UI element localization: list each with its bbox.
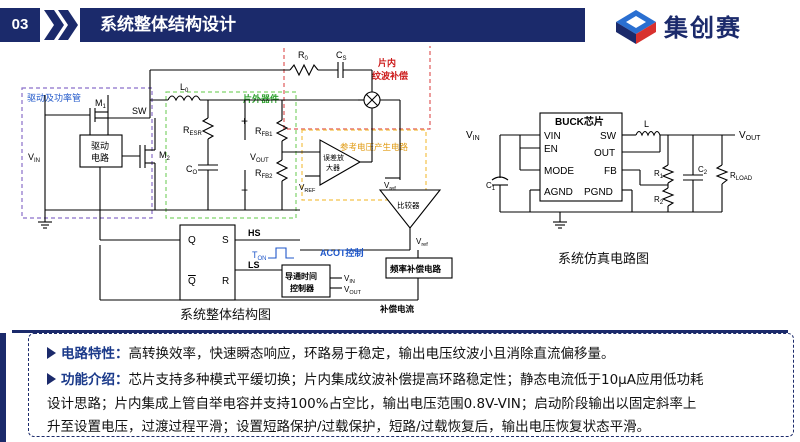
ripple-group-label-1: 片内 xyxy=(378,57,396,68)
right-label-vin: VIN xyxy=(466,130,480,142)
ontime-label-1: 导通时间 xyxy=(285,271,317,281)
label-rfb1: RFB1 xyxy=(255,126,273,138)
pin-sw: SW xyxy=(600,131,617,142)
pin-agnd: AGND xyxy=(544,187,573,198)
vref-group-label: 参考电压产生电路 xyxy=(340,142,409,152)
right-label-r1: R1 xyxy=(654,169,664,180)
pin-vin: VIN xyxy=(544,131,561,142)
label-hs: HS xyxy=(248,228,261,238)
label-m2: M2 xyxy=(159,150,171,162)
label-ot-vin: VIN xyxy=(344,274,355,285)
header: 03 系统整体结构设计 集创赛 xyxy=(0,0,800,46)
external-group-label: 片外器件 xyxy=(243,93,279,104)
pin-mode: MODE xyxy=(544,166,574,177)
comp-current-label: 补偿电流 xyxy=(379,304,415,314)
right-label-c1: C1 xyxy=(486,181,496,192)
function-text-1: 芯片支持多种模式平缓切换；片内集成纹波补偿提高环路稳定性；静态电流低于10μA应… xyxy=(128,372,704,388)
ripple-group-label-2: 纹波补偿 xyxy=(372,70,408,81)
latch-s: S xyxy=(222,235,229,246)
label-l0: L0 xyxy=(180,82,189,94)
left-diagram-caption: 系统整体结构图 xyxy=(180,308,272,323)
label-rfb2: RFB2 xyxy=(255,168,273,180)
section-number: 03 xyxy=(0,8,40,42)
latch-qbar: Q xyxy=(188,276,196,287)
pin-fb: FB xyxy=(604,166,617,177)
pin-out: OUT xyxy=(594,148,615,159)
label-minus: − xyxy=(241,183,248,197)
label-sw: SW xyxy=(132,106,147,116)
pin-en: EN xyxy=(544,144,558,155)
comparator-label: 比较器 xyxy=(397,200,420,210)
label-m1: M1 xyxy=(95,98,107,110)
panel-side-bar xyxy=(0,333,6,442)
right-label-r2: R2 xyxy=(654,195,664,206)
label-r0: R0 xyxy=(298,50,309,62)
err-amp-label-1: 误差放 xyxy=(323,153,344,162)
logo-text: 集创赛 xyxy=(664,14,742,42)
label-plus: + xyxy=(241,114,248,128)
label-vref-b: Vref xyxy=(384,181,396,192)
ripple-group-box xyxy=(283,46,431,130)
freq-comp-label: 频率补偿电路 xyxy=(390,264,442,274)
panel-divider xyxy=(12,330,788,333)
feature-text: 高转换效率，快速瞬态响应，环路易于稳定，输出电压纹波小且消除直流偏移量。 xyxy=(128,346,615,362)
feature-label: 电路特性： xyxy=(61,346,129,362)
right-label-vout: VOUT xyxy=(739,130,761,142)
page-title: 系统整体结构设计 xyxy=(100,15,236,35)
right-label-l: L xyxy=(644,119,649,129)
right-diagram-caption: 系统仿真电路图 xyxy=(558,252,650,267)
driver-group-box xyxy=(21,87,153,219)
label-cs: CS xyxy=(336,50,347,62)
drive-block-label-2: 电路 xyxy=(91,152,109,163)
latch-q: Q xyxy=(188,235,196,246)
label-vin: VIN xyxy=(28,152,40,164)
drive-block-label-1: 驱动 xyxy=(91,141,109,151)
right-label-rload: RLOAD xyxy=(730,171,753,182)
function-line-1: 功能介绍：芯片支持多种模式平缓切换；片内集成纹波补偿提高环路稳定性；静态电流低于… xyxy=(47,368,704,388)
title-bar xyxy=(80,8,585,42)
latch-r: R xyxy=(222,276,229,287)
label-ls: LS xyxy=(248,260,260,270)
driver-group-label: 驱动及功率管 xyxy=(27,92,81,103)
label-vout: VOUT xyxy=(250,152,269,164)
function-label: 功能介绍： xyxy=(61,372,129,388)
label-co: CO xyxy=(186,164,198,176)
label-ton: TON xyxy=(252,250,267,262)
label-vref-c: Vref xyxy=(416,237,428,248)
schematic-canvas: 驱动及功率管 片外器件 片内 纹波补偿 参考电压产生电路 xyxy=(21,46,761,314)
feature-line: 电路特性：高转换效率，快速瞬态响应，环路易于稳定，输出电压纹波小且消除直流偏移量… xyxy=(47,342,615,362)
description-panel: 电路特性：高转换效率，快速瞬态响应，环路易于稳定，输出电压纹波小且消除直流偏移量… xyxy=(28,333,794,437)
bullet-triangle-icon xyxy=(47,347,56,359)
vref-group-box xyxy=(301,129,427,201)
label-vref-a: VREF xyxy=(299,183,316,194)
external-group-box xyxy=(165,91,297,219)
ontime-label-2: 控制器 xyxy=(290,283,315,293)
right-label-c2: C2 xyxy=(698,165,708,176)
function-line-3: 升至设置电压，过渡过程平滑；设置短路保护/过载保护，短路/过载恢复后，输出电压恢… xyxy=(47,419,651,435)
bullet-triangle-icon xyxy=(47,373,56,385)
logo-cube-icon xyxy=(616,10,656,44)
chevron-icon xyxy=(44,10,78,40)
label-acot: ACOT控制 xyxy=(320,247,364,258)
chip-title: BUCK芯片 xyxy=(555,115,604,128)
pin-pgnd: PGND xyxy=(584,187,613,198)
label-resr: RESR xyxy=(183,125,203,137)
label-ot-vout: VOUT xyxy=(344,285,362,296)
function-line-2: 设计思路；片内集成上管自举电容并支持100%占空比，输出电压范围0.8V-VIN… xyxy=(47,396,697,412)
err-amp-label-2: 大器 xyxy=(326,163,340,172)
